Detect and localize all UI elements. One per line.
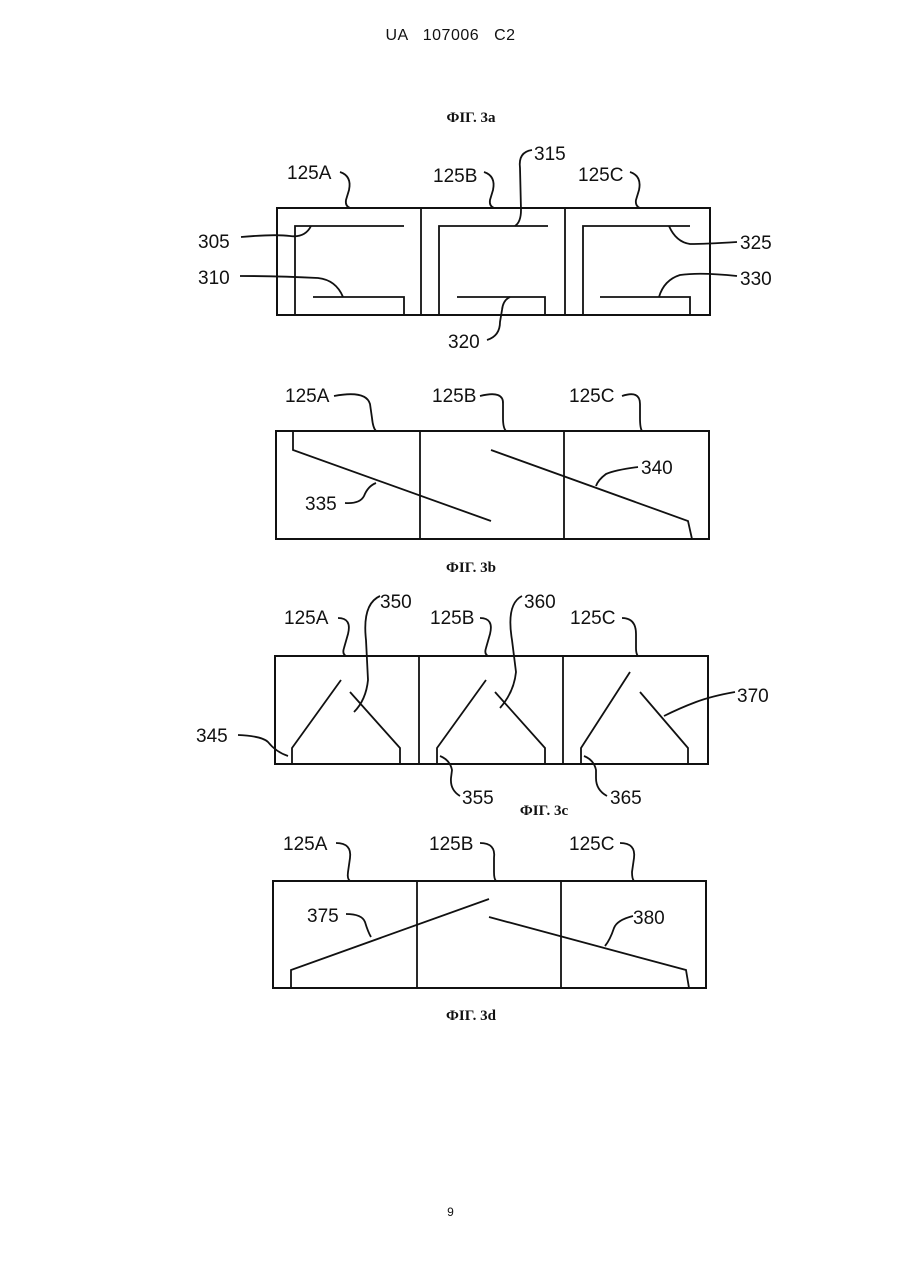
label-365: 365: [610, 788, 642, 809]
label-125c: 125C: [578, 165, 623, 186]
label-315: 315: [534, 144, 566, 165]
leader-125a: [334, 394, 376, 431]
leader-125a: [338, 618, 349, 656]
leader-125c: [622, 394, 642, 431]
lower-channel-330: [600, 297, 690, 315]
right-wing-125b: [495, 692, 545, 764]
label-340: 340: [641, 458, 673, 479]
leader-360: [500, 596, 522, 708]
label-305: 305: [198, 232, 230, 253]
label-360: 360: [524, 592, 556, 613]
upper-channel-325: [583, 226, 690, 315]
leader-125a: [340, 172, 350, 208]
leader-345: [238, 735, 288, 756]
upper-channel-305: [295, 226, 404, 315]
label-325: 325: [740, 233, 772, 254]
module-row: [277, 208, 710, 315]
label-125c: 125C: [570, 608, 615, 629]
label-125b: 125B: [429, 834, 473, 855]
figure-3d: 125A 125B 125C 375 380: [273, 834, 706, 988]
leader-335: [345, 483, 376, 503]
label-125c: 125C: [569, 834, 614, 855]
label-355: 355: [462, 788, 494, 809]
label-350: 350: [380, 592, 412, 613]
figure-3c: 125A 125B 125C 350 360 370 345 355 365: [196, 592, 769, 809]
label-330: 330: [740, 269, 772, 290]
leader-370: [664, 692, 735, 716]
figure-3a: 125A 125B 125C 315 305 310 325 330 320: [198, 144, 772, 353]
label-125a: 125A: [283, 834, 328, 855]
label-125a: 125A: [284, 608, 329, 629]
label-320: 320: [448, 332, 480, 353]
label-125b: 125B: [430, 608, 474, 629]
lower-channel-310: [313, 297, 404, 315]
label-125b: 125B: [433, 166, 477, 187]
label-125a: 125A: [285, 386, 330, 407]
left-wing-125b: [437, 680, 486, 764]
module-row: [275, 656, 708, 764]
leader-125b: [480, 843, 496, 881]
figure-3b: 125A 125B 125C 340 335: [276, 386, 709, 539]
leader-125b: [484, 172, 494, 208]
leader-315: [515, 150, 532, 226]
label-345: 345: [196, 726, 228, 747]
label-380: 380: [633, 908, 665, 929]
page-number: 9: [0, 1205, 901, 1219]
leader-330: [659, 274, 737, 297]
leader-310: [240, 276, 343, 297]
label-125c: 125C: [569, 386, 614, 407]
leader-125a: [336, 843, 350, 881]
label-125a: 125A: [287, 163, 332, 184]
leader-355: [440, 756, 460, 796]
leader-125c: [620, 843, 634, 881]
right-wing-125a: [350, 692, 400, 764]
leader-365: [584, 756, 607, 796]
label-125b: 125B: [432, 386, 476, 407]
right-wing-125c: [640, 692, 688, 764]
label-310: 310: [198, 268, 230, 289]
leader-125c: [630, 172, 640, 208]
label-370: 370: [737, 686, 769, 707]
module-row: [273, 881, 706, 988]
upper-channel-315: [439, 226, 548, 315]
label-375: 375: [307, 906, 339, 927]
label-335: 335: [305, 494, 337, 515]
leader-375: [346, 914, 371, 937]
leader-350: [354, 596, 380, 712]
module-row: [276, 431, 709, 539]
leader-325: [669, 226, 737, 244]
leader-320: [487, 297, 510, 340]
left-wing-125c: [581, 672, 630, 764]
leader-380: [605, 916, 633, 946]
leader-340: [596, 467, 638, 486]
leader-125b: [480, 394, 506, 431]
left-wing-125a: [292, 680, 341, 764]
leader-125b: [480, 618, 491, 656]
leader-125c: [622, 618, 638, 656]
